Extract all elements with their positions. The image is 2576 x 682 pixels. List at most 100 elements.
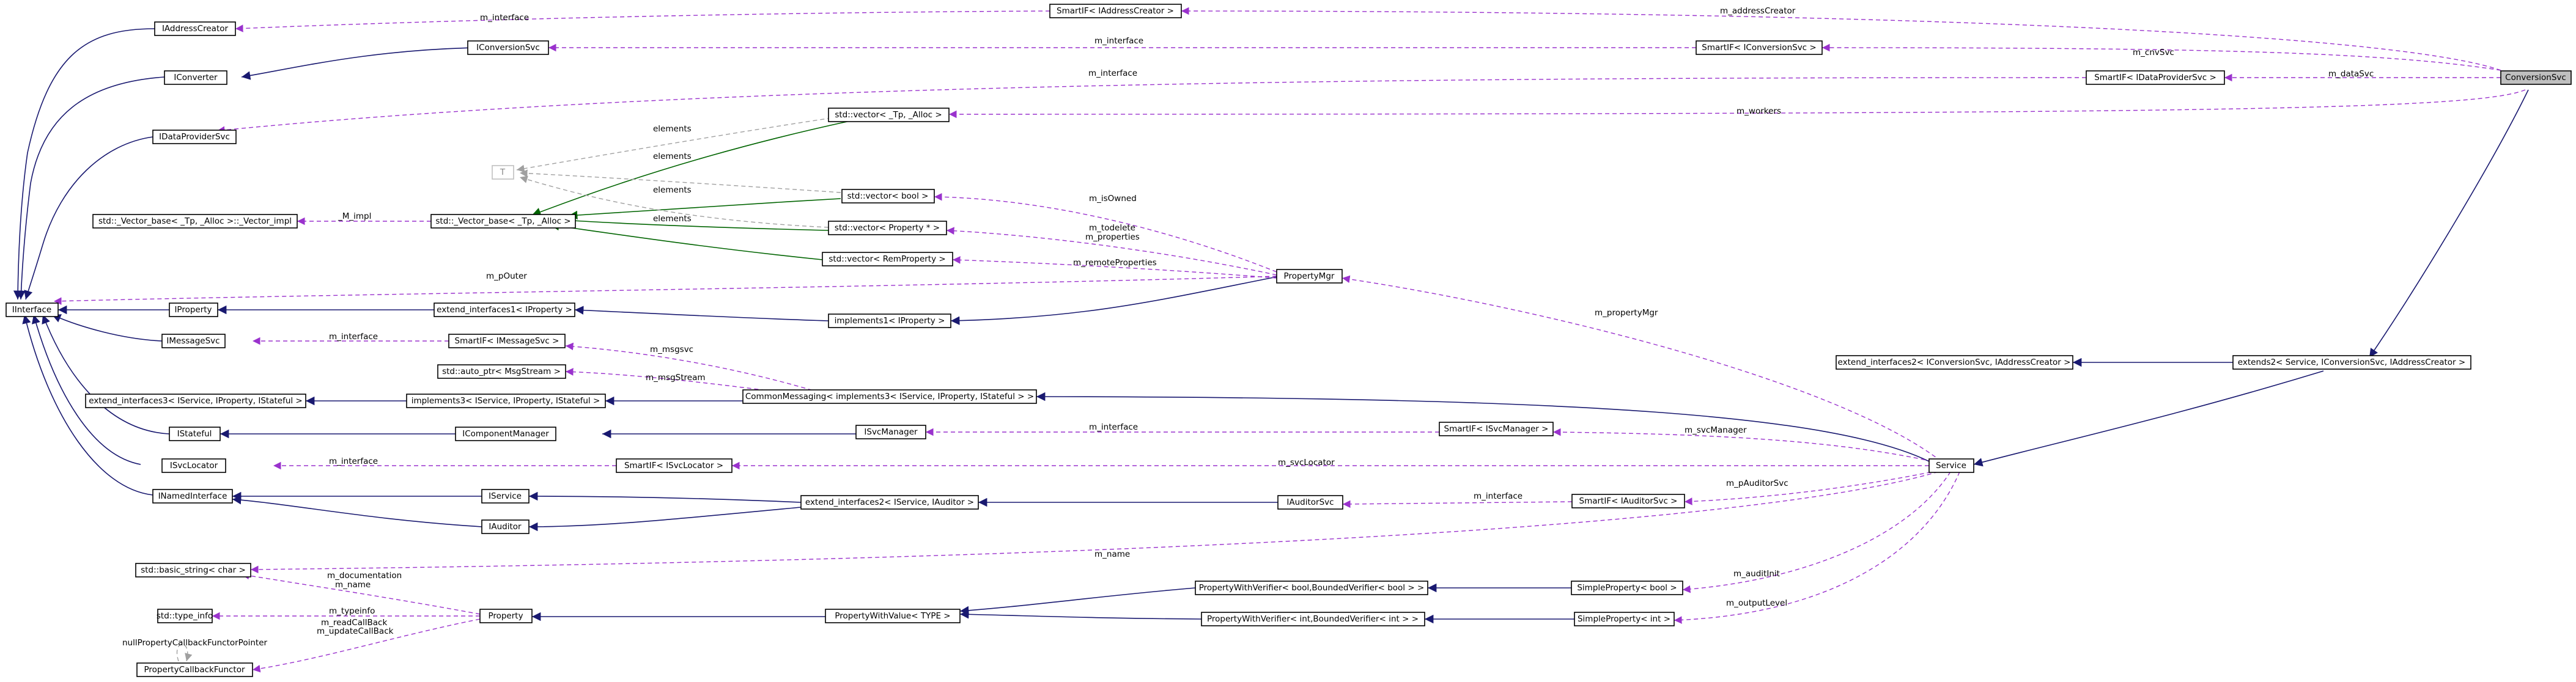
node-propertycallbackfunctor[interactable]: PropertyCallbackFunctor — [136, 662, 253, 677]
node-propertymgr[interactable]: PropertyMgr — [1276, 269, 1343, 284]
label-elements-4: elements — [653, 214, 692, 224]
node-extend-interfaces2-svc-auditor[interactable]: extend_interfaces2< IService, IAuditor > — [800, 495, 979, 510]
node-extends2-service[interactable]: extends2< Service, IConversionSvc, IAddr… — [2232, 355, 2471, 370]
node-t[interactable]: T — [492, 165, 514, 180]
edge-m-addresscreator — [1181, 7, 2501, 71]
svg-text:SmartIF< IAuditorSvc >: SmartIF< IAuditorSvc > — [1579, 496, 1678, 506]
node-iproperty[interactable]: IProperty — [169, 302, 218, 317]
node-implements3[interactable]: implements3< IService, IProperty, IState… — [406, 394, 606, 408]
edge-vectorprop-vectorbase — [562, 216, 829, 231]
node-istateful[interactable]: IStateful — [169, 427, 221, 441]
node-conversionsvc[interactable]: ConversionSvc — [2500, 70, 2572, 85]
edge-m-cnvsvc — [1821, 43, 2501, 71]
edge-vector-t — [516, 117, 832, 173]
edge-extend2svc-iauditor — [528, 507, 802, 532]
node-property[interactable]: Property — [479, 609, 533, 623]
node-imessagesvc[interactable]: IMessageSvc — [161, 334, 226, 348]
label-elements-1: elements — [653, 124, 692, 134]
label-m-interface-addr: m_interface — [480, 13, 529, 23]
svg-text:PropertyMgr: PropertyMgr — [1284, 271, 1335, 281]
node-iconverter[interactable]: IConverter — [164, 70, 227, 85]
edge-m-remoteproperties — [952, 256, 1277, 279]
svg-text:IAddressCreator: IAddressCreator — [162, 24, 229, 34]
node-vector-base[interactable]: std::_Vector_base< _Tp, _Alloc > — [430, 214, 576, 229]
node-idataprovidersvc[interactable]: IDataProviderSvc — [152, 130, 237, 144]
nodes: IAddressCreator SmartIF< IAddressCreator… — [6, 4, 2572, 677]
svg-text:std::_Vector_base< _Tp, _Alloc: std::_Vector_base< _Tp, _Alloc > — [435, 216, 570, 226]
label-m-pauditorsvc: m_pAuditorSvc — [1726, 479, 1788, 488]
node-inamedinterface[interactable]: INamedInterface — [152, 489, 233, 504]
edge-extends2-service — [1973, 370, 2324, 467]
node-isvclocator[interactable]: ISvcLocator — [161, 458, 226, 473]
node-extend-interfaces2-conv[interactable]: extend_interfaces2< IConversionSvc, IAdd… — [1836, 355, 2073, 370]
node-basic-string-char[interactable]: std::basic_string< char > — [135, 563, 251, 578]
label-m-svcmanager: m_svcManager — [1685, 425, 1747, 435]
edge-callback-self — [176, 644, 193, 662]
label-m-auditinit: m_auditInit — [1733, 569, 1780, 579]
node-commonmessaging[interactable]: CommonMessaging< implements3< IService, … — [742, 389, 1037, 404]
label-m-remoteproperties: m_remoteProperties — [1073, 258, 1157, 268]
edge-labels: m_addressCreator m_interface m_cnvSvc m_… — [122, 6, 2374, 648]
svg-text:std::vector< _Tp, _Alloc >: std::vector< _Tp, _Alloc > — [835, 110, 942, 120]
node-iservice[interactable]: IService — [481, 489, 530, 504]
svg-text:PropertyWithVerifier< int,Boun: PropertyWithVerifier< int,BoundedVerifie… — [1207, 614, 1419, 624]
node-vector-property[interactable]: std::vector< Property * > — [828, 221, 947, 235]
node-propertywithverifier-int[interactable]: PropertyWithVerifier< int,BoundedVerifie… — [1201, 612, 1425, 626]
node-propertywithvalue[interactable]: PropertyWithValue< TYPE > — [825, 609, 961, 623]
svg-text:extend_interfaces3< IService,: extend_interfaces3< IService, IProperty,… — [89, 396, 303, 406]
node-smartif-isvcmanager[interactable]: SmartIF< ISvcManager > — [1439, 422, 1554, 436]
edge-pwvbool-pwv — [959, 587, 1196, 615]
svg-text:PropertyWithValue< TYPE >: PropertyWithValue< TYPE > — [835, 611, 950, 621]
edge-m-svcmanager — [1552, 428, 1933, 462]
edge-service-commonmessaging — [1036, 392, 1930, 462]
node-icomponentmanager[interactable]: IComponentManager — [455, 427, 556, 441]
node-smartif-iauditorsvc[interactable]: SmartIF< IAuditorSvc > — [1571, 494, 1685, 508]
svg-text:ISvcLocator: ISvcLocator — [170, 461, 218, 471]
node-simpleproperty-bool[interactable]: SimpleProperty< bool > — [1571, 581, 1683, 595]
svg-text:extend_interfaces2< IConversio: extend_interfaces2< IConversionSvc, IAdd… — [1838, 358, 2071, 367]
node-iauditorsvc[interactable]: IAuditorSvc — [1277, 495, 1343, 510]
node-iconversionsvc[interactable]: IConversionSvc — [467, 40, 549, 55]
edge-m-isowned — [934, 193, 1277, 273]
label-m-name: m_name — [1094, 549, 1130, 559]
node-smartif-iconversionsvc[interactable]: SmartIF< IConversionSvc > — [1696, 40, 1823, 55]
edge-m-auditinit — [1682, 471, 1951, 593]
node-iaddresscreator[interactable]: IAddressCreator — [154, 21, 236, 36]
label-m-workers: m_workers — [1736, 106, 1781, 116]
label-m-addresscreator: m_addressCreator — [1720, 6, 1796, 16]
node-iauditor[interactable]: IAuditor — [481, 519, 530, 534]
node-smartif-isvclocator[interactable]: SmartIF< ISvcLocator > — [616, 458, 733, 473]
node-smartif-iaddresscreator[interactable]: SmartIF< IAddressCreator > — [1049, 4, 1182, 18]
node-extend-interfaces1-iproperty[interactable]: extend_interfaces1< IProperty > — [434, 302, 575, 317]
node-propertywithverifier-bool[interactable]: PropertyWithVerifier< bool,BoundedVerifi… — [1195, 581, 1428, 595]
edge-m-workers — [948, 89, 2526, 119]
svg-text:std::type_info: std::type_info — [157, 611, 213, 621]
node-vector-bool[interactable]: std::vector< bool > — [841, 189, 935, 204]
label-m-interface-dp: m_interface — [1088, 68, 1137, 78]
edge-m-documentation — [241, 571, 481, 615]
edge-propertymgr-implements1 — [950, 276, 1277, 325]
node-smartif-imessagesvc[interactable]: SmartIF< IMessageSvc > — [448, 334, 566, 348]
svg-text:std::_Vector_base< _Tp, _Alloc: std::_Vector_base< _Tp, _Alloc >::_Vecto… — [98, 216, 292, 226]
edge-m-pouter — [53, 276, 1277, 305]
node-vector-base-impl[interactable]: std::_Vector_base< _Tp, _Alloc >::_Vecto… — [92, 214, 298, 229]
node-iinterface[interactable]: IInterface — [6, 302, 59, 317]
svg-text:SmartIF< IConversionSvc >: SmartIF< IConversionSvc > — [1702, 43, 1816, 53]
label-m-typeinfo: m_typeinfo — [329, 606, 375, 616]
node-simpleproperty-int[interactable]: SimpleProperty< int > — [1574, 612, 1675, 626]
node-vector-remproperty[interactable]: std::vector< RemProperty > — [822, 252, 953, 266]
node-service[interactable]: Service — [1928, 458, 1974, 473]
edge-m-interface-dp — [216, 77, 2087, 134]
svg-text:IService: IService — [489, 491, 522, 501]
node-isvcmanager[interactable]: ISvcManager — [855, 425, 926, 439]
node-auto-ptr-msgstream[interactable]: std::auto_ptr< MsgStream > — [437, 364, 566, 379]
node-vector-tp-alloc[interactable]: std::vector< _Tp, _Alloc > — [828, 108, 950, 122]
node-implements1-iproperty[interactable]: implements1< IProperty > — [828, 314, 951, 328]
svg-text:SmartIF< ISvcLocator >: SmartIF< ISvcLocator > — [624, 461, 723, 471]
svg-text:extends2< Service, IConversion: extends2< Service, IConversionSvc, IAddr… — [2238, 358, 2465, 367]
edge-m-interface-addr — [235, 10, 1050, 32]
node-extend-interfaces3[interactable]: extend_interfaces3< IService, IProperty,… — [85, 394, 306, 408]
svg-text:IComponentManager: IComponentManager — [462, 429, 549, 439]
node-smartif-idataprovidersvc[interactable]: SmartIF< IDataProviderSvc > — [2086, 70, 2225, 85]
node-type-info[interactable]: std::type_info — [157, 609, 213, 623]
